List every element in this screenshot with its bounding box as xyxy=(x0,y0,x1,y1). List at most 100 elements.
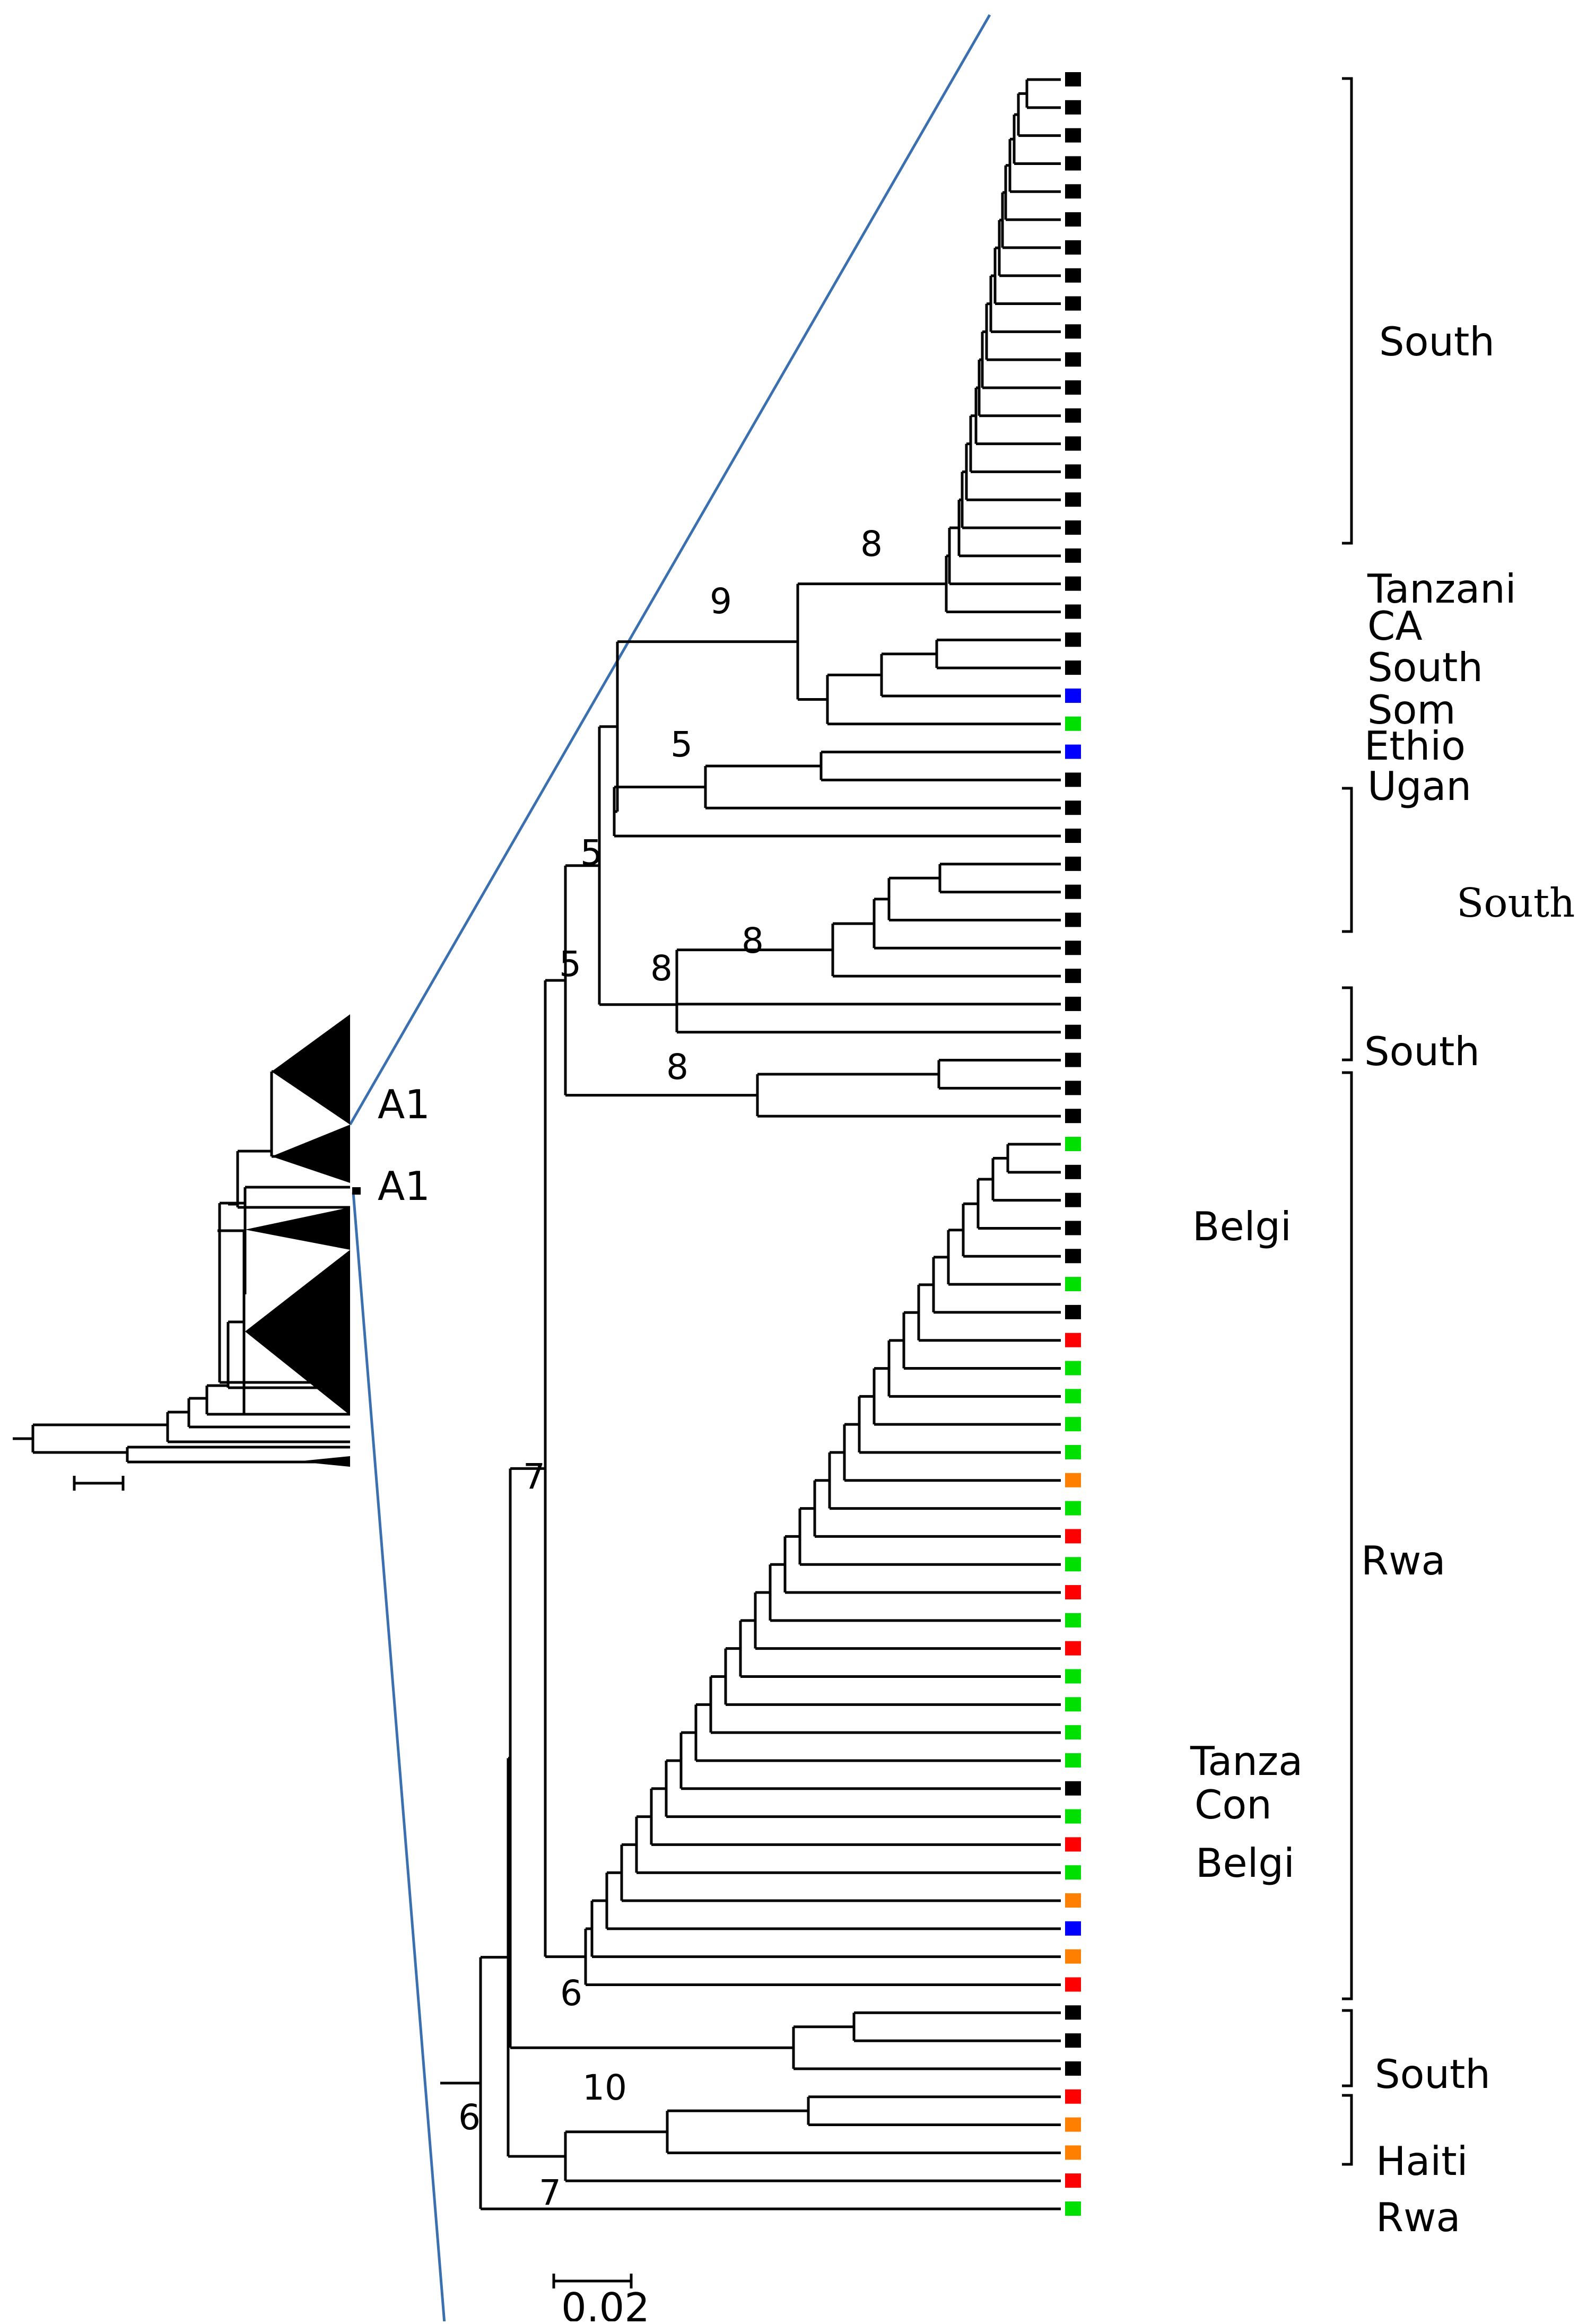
overview-scale-bar xyxy=(73,1476,125,1491)
tip-marker xyxy=(1065,1333,1081,1347)
clade-label-ethio: Ethio xyxy=(1364,723,1466,769)
tip-marker xyxy=(1065,1361,1081,1376)
tip-marker xyxy=(1065,604,1081,619)
clade-label-con: Con xyxy=(1194,1781,1272,1828)
bracket-south-bottom xyxy=(1342,2009,1353,2087)
tip-marker xyxy=(1065,492,1081,507)
tip-marker xyxy=(1065,2033,1081,2048)
tip-marker xyxy=(1065,408,1081,423)
tip-marker xyxy=(1065,744,1081,759)
clade-label-south-serif: South xyxy=(1457,880,1575,926)
zoom-line-top xyxy=(348,14,991,1126)
main-tree-branches xyxy=(440,78,1061,2210)
zoom-line-bottom xyxy=(352,1192,446,2324)
bracket-south-top xyxy=(1342,77,1353,545)
tip-marker xyxy=(1065,1977,1081,1992)
tip-marker xyxy=(1065,1081,1081,1095)
tip-marker xyxy=(1065,240,1081,255)
tip-marker xyxy=(1065,380,1081,395)
tip-marker xyxy=(1065,1753,1081,1768)
clade-label-haiti: Haiti xyxy=(1376,2138,1468,2184)
clade-label-som: Som xyxy=(1367,686,1456,733)
tip-marker xyxy=(1065,688,1081,703)
support-value-3: 5 xyxy=(670,724,693,765)
overview-tree xyxy=(13,1070,350,1464)
support-value-10: 6 xyxy=(560,1973,582,2014)
tip-marker xyxy=(1065,772,1081,787)
tip-marker xyxy=(1065,1613,1081,1627)
tip-marker xyxy=(1065,1024,1081,1039)
clade-labels: South Tanzani CA South Som Ethio Ugan So… xyxy=(1190,318,1575,2241)
tip-marker xyxy=(1065,1473,1081,1487)
tip-marker xyxy=(1065,1164,1081,1179)
tip-marker xyxy=(1065,1949,1081,1964)
tip-marker xyxy=(1065,128,1081,143)
support-value-12: 6 xyxy=(458,2097,481,2138)
clade-label-tanza: Tanza xyxy=(1190,1738,1303,1785)
tip-marker xyxy=(1065,2005,1081,2020)
tip-marker xyxy=(1065,996,1081,1011)
tip-marker xyxy=(1065,352,1081,367)
tip-marker xyxy=(1065,2173,1081,2188)
tip-marker xyxy=(1065,2117,1081,2132)
bracket-south-small xyxy=(1342,986,1353,1061)
clade-label-south-mid: South xyxy=(1367,644,1483,691)
overview-label-a1-lower: A1 xyxy=(378,1163,430,1209)
tip-marker xyxy=(1065,2089,1081,2104)
bracket-rwa xyxy=(1342,1071,1353,2000)
tip-marker xyxy=(1065,1641,1081,1656)
tip-marker xyxy=(1065,1893,1081,1908)
collapsed-clade-4 xyxy=(245,1250,350,1415)
tip-marker xyxy=(1065,941,1081,955)
tip-marker xyxy=(1065,1193,1081,1207)
scale-bar xyxy=(552,2274,633,2288)
tip-marker xyxy=(1065,1697,1081,1712)
tip-marker xyxy=(1065,464,1081,479)
tip-marker xyxy=(1065,1501,1081,1516)
tip-marker xyxy=(1065,884,1081,899)
tip-marker xyxy=(1065,1725,1081,1740)
tip-markers xyxy=(1065,72,1081,2216)
collapsed-clade-a1-upper xyxy=(272,1014,350,1125)
support-values: 8 9 5 5 5 8 8 8 7 6 10 6 7 xyxy=(458,524,883,2213)
tip-marker xyxy=(1065,1837,1081,1852)
overview-label-a1-upper: A1 xyxy=(378,1081,430,1128)
tip-marker xyxy=(1065,296,1081,311)
tip-marker xyxy=(1065,184,1081,199)
clade-label-rwa-big: Rwa xyxy=(1361,1537,1445,1584)
tip-marker xyxy=(1065,856,1081,871)
support-value-5: 5 xyxy=(559,944,581,985)
support-value-7: 8 xyxy=(650,948,673,989)
support-value-6: 8 xyxy=(742,920,764,961)
collapsed-clade-a1-lower xyxy=(272,1125,350,1183)
support-value-4: 5 xyxy=(580,832,603,873)
tip-marker xyxy=(1065,1781,1081,1796)
tip-marker xyxy=(1065,912,1081,927)
tip-marker xyxy=(1065,1557,1081,1572)
tip-marker xyxy=(1065,632,1081,647)
tip-marker xyxy=(1065,1304,1081,1319)
tip-marker xyxy=(1065,1585,1081,1600)
support-value-2: 9 xyxy=(710,581,732,622)
tip-marker xyxy=(1065,660,1081,675)
tip-marker xyxy=(1065,2201,1081,2216)
collapsed-clade-5 xyxy=(297,1456,350,1467)
support-value-1: 8 xyxy=(860,524,883,564)
tip-marker xyxy=(1065,1669,1081,1684)
tip-marker xyxy=(1065,72,1081,86)
clade-label-south-bottom: South xyxy=(1375,2051,1490,2097)
clade-label-south-small: South xyxy=(1364,1028,1480,1075)
tree-branch-paths xyxy=(440,78,1061,2210)
tip-marker xyxy=(1065,1277,1081,1292)
clade-label-ca: CA xyxy=(1367,603,1423,649)
tip-marker xyxy=(1065,100,1081,115)
tip-marker xyxy=(1065,1221,1081,1235)
overview-collapsed-clades xyxy=(245,1014,350,1467)
clade-brackets xyxy=(1342,77,1353,2166)
tip-marker xyxy=(1065,156,1081,171)
collapsed-clade-3 xyxy=(245,1207,350,1250)
tip-marker xyxy=(1065,520,1081,535)
tip-marker xyxy=(1065,1249,1081,1264)
